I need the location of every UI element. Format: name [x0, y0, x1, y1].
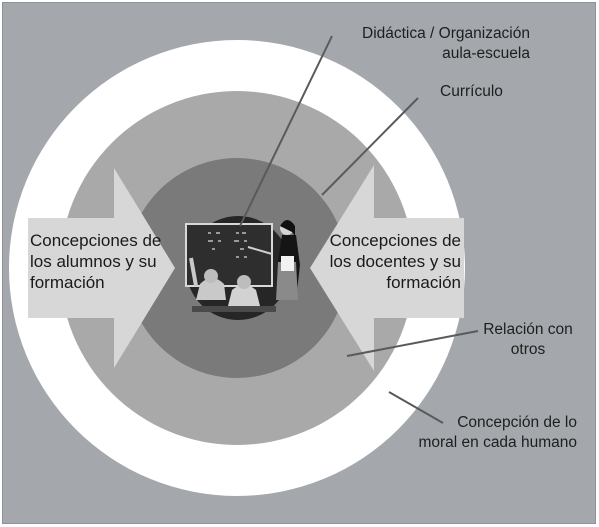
docentes-line-1: Concepciones de [329, 231, 461, 250]
left-arrow [28, 168, 175, 368]
docentes-label: Concepciones de los docentes y su formac… [330, 230, 461, 293]
concepcion-line-1: Concepción de lo [457, 414, 577, 431]
alumnos-label: Concepciones de los alumnos y su formaci… [30, 230, 161, 293]
alumnos-line-3: formación [30, 273, 105, 292]
right-arrow [310, 165, 464, 371]
didactica-leader [239, 35, 333, 227]
didactica-line-1: Didáctica / Organización [362, 25, 530, 42]
students-figure [189, 257, 276, 312]
relacion-line-2: otros [510, 341, 546, 358]
didactica-label: Didáctica / Organización aula-escuela [362, 24, 530, 64]
curriculo-label: Currículo [440, 83, 503, 100]
curriculo-leader [321, 97, 419, 196]
didactica-line-2: aula-escuela [442, 45, 530, 62]
concepcion-line-2: moral en cada humano [418, 434, 577, 451]
relacion-leader [346, 330, 479, 357]
docentes-line-3: formación [386, 273, 461, 292]
alumnos-line-1: Concepciones de [30, 231, 162, 250]
teacher-figure [247, 220, 300, 300]
concepcion-label: Concepción de lo moral en cada humano [418, 413, 577, 453]
docentes-line-2: los docentes y su [329, 252, 461, 271]
classroom-illustration [185, 216, 300, 320]
relacion-line-1: Relación con [483, 321, 573, 338]
concepcion-leader [388, 391, 444, 424]
alumnos-line-2: los alumnos y su [30, 252, 157, 271]
relacion-label: Relación con otros [480, 320, 576, 360]
blackboard [185, 223, 273, 287]
